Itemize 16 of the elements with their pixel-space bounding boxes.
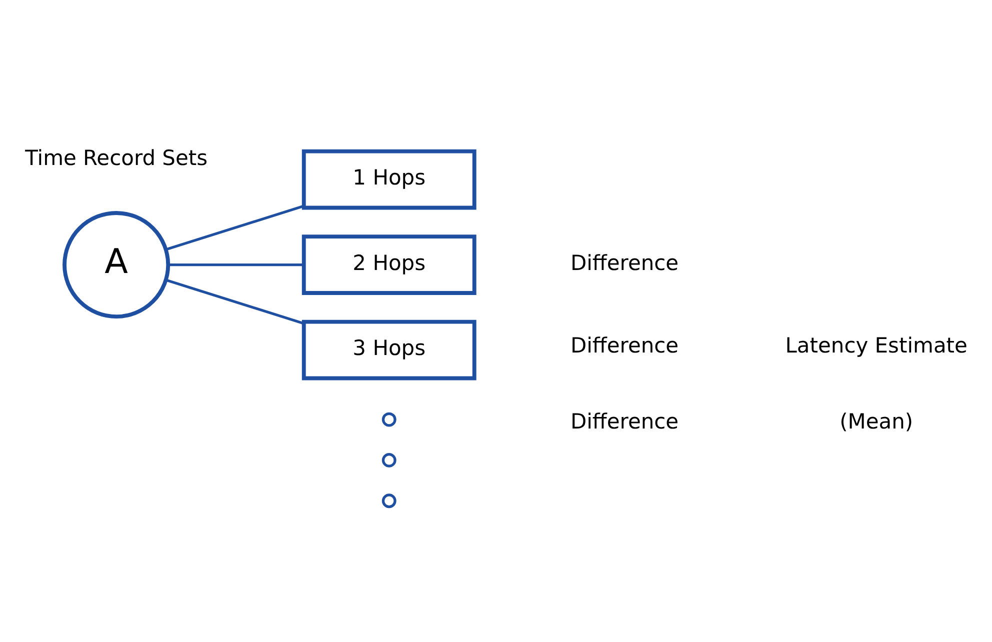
node-circle bbox=[382, 493, 396, 508]
node-circle: A bbox=[62, 210, 170, 318]
label: (Mean) bbox=[840, 408, 914, 433]
node-box: 3 Hops bbox=[302, 319, 476, 380]
node-circle bbox=[382, 412, 396, 426]
connector bbox=[166, 204, 304, 250]
connector bbox=[166, 278, 304, 324]
label: Time Record Sets bbox=[25, 145, 208, 170]
node-circle bbox=[382, 452, 396, 467]
label: Difference bbox=[570, 332, 679, 357]
label: Latency Estimate bbox=[785, 332, 968, 357]
connector bbox=[168, 262, 304, 266]
node-box: 1 Hops bbox=[302, 148, 476, 210]
node-box: 2 Hops bbox=[302, 234, 476, 294]
label: Difference bbox=[570, 408, 679, 433]
label: Difference bbox=[570, 250, 679, 274]
